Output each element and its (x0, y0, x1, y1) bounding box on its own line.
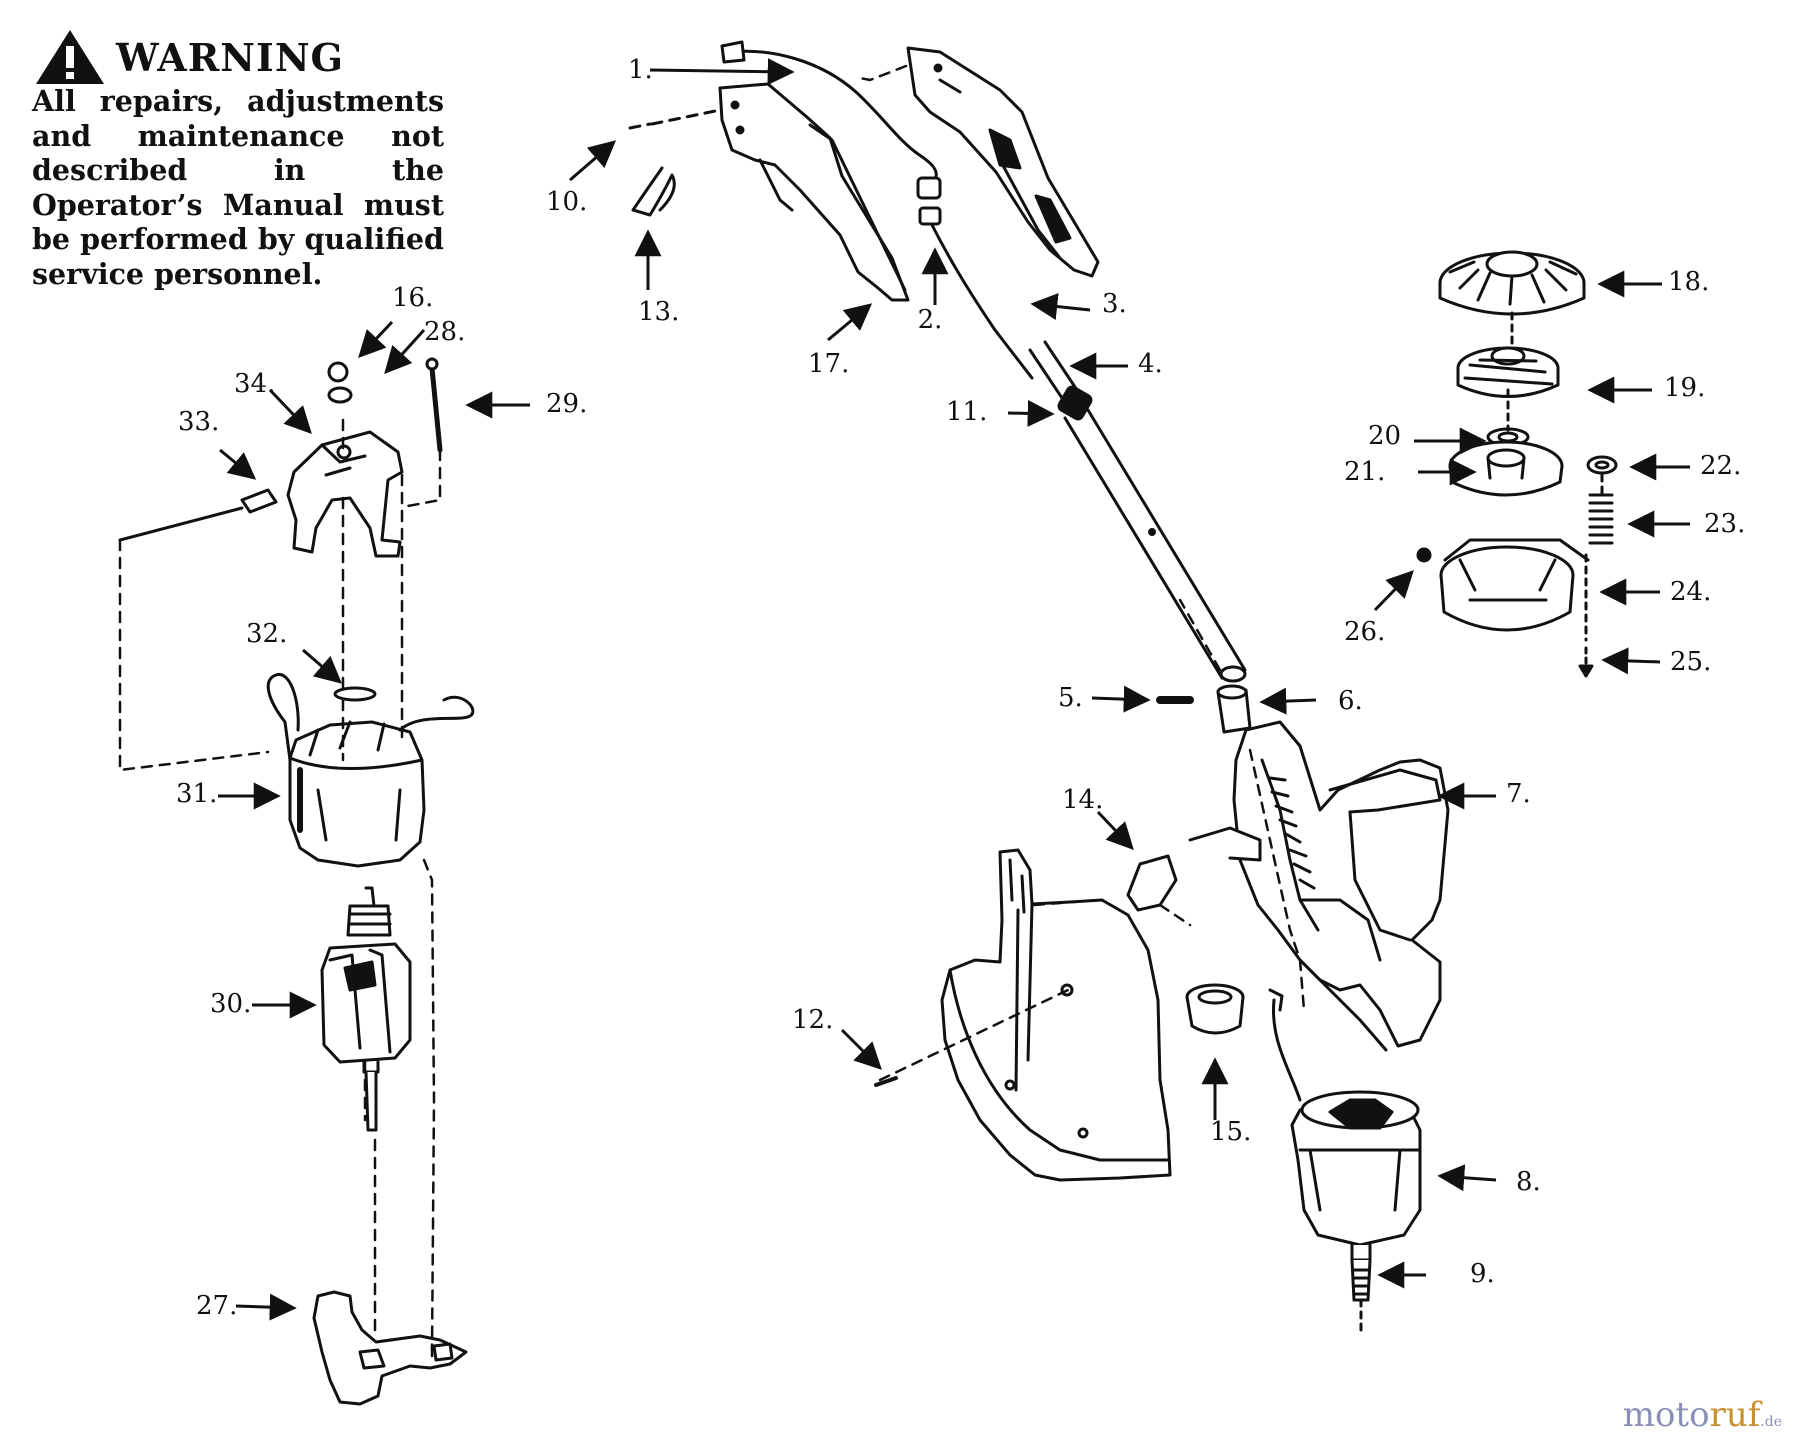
warning-icon (36, 30, 104, 84)
label-4: 4. (1138, 349, 1163, 379)
bushing-22 (1586, 455, 1618, 475)
label-6: 6. (1338, 686, 1363, 716)
shaft-collar (1057, 385, 1093, 421)
label-32: 32. (246, 619, 287, 649)
warning-title: WARNING (116, 34, 345, 80)
label-23: 23. (1704, 509, 1745, 539)
callout-arrows (218, 58, 1690, 1321)
watermark-logo: motoruf.de (1623, 1395, 1782, 1435)
label-13: 13. (638, 297, 679, 327)
lower-shaft (1063, 408, 1247, 683)
washer-28 (327, 386, 353, 404)
label-17: 17. (808, 349, 849, 379)
label-15: 15. (1210, 1117, 1251, 1147)
warning-text: All repairs, adjustments and maintenance… (32, 84, 444, 291)
label-29: 29. (546, 389, 587, 419)
screw-25 (1578, 646, 1594, 678)
motor-8 (1271, 998, 1422, 1332)
label-7: 7. (1506, 779, 1531, 809)
screw-12 (874, 1076, 898, 1087)
label-10: 10. (546, 187, 587, 217)
label-14: 14. (1062, 785, 1103, 815)
label-27: 27. (196, 1291, 237, 1321)
clip-13 (631, 166, 676, 217)
label-20: 20 (1368, 421, 1401, 451)
label-28: 28. (424, 317, 465, 347)
end-bracket-27 (312, 1290, 468, 1406)
rod-29 (425, 357, 443, 453)
switch-connector (916, 176, 942, 226)
washer-16 (327, 361, 349, 383)
nut-26 (1416, 547, 1432, 563)
field-coil-31 (266, 673, 475, 868)
assembly-lines-left (118, 418, 442, 1362)
label-11: 11. (946, 397, 987, 427)
spool-leader-lines (1506, 311, 1604, 642)
assembly-lines-right (858, 64, 1306, 1082)
label-18: 18. (1668, 267, 1709, 297)
label-22: 22. (1700, 451, 1741, 481)
label-24: 24. (1670, 577, 1711, 607)
power-cord (720, 40, 938, 182)
armature-30 (320, 886, 412, 1132)
clip-14 (1126, 854, 1178, 912)
label-3: 3. (1102, 289, 1127, 319)
watermark-accent: ruf (1709, 1395, 1761, 1435)
label-5: 5. (1058, 683, 1083, 713)
hub-21 (1448, 440, 1564, 497)
label-34: 34. (234, 369, 275, 399)
handle-right-half (906, 46, 1100, 278)
label-9: 9. (1470, 1259, 1495, 1289)
watermark-suffix: .de (1760, 1414, 1782, 1430)
label-16: 16. (392, 283, 433, 313)
bushing-15 (1185, 983, 1245, 1035)
spool-cover-18 (1438, 250, 1586, 316)
warning-header: WARNING (34, 28, 344, 86)
handle-left-half (718, 82, 910, 302)
housing-24 (1439, 538, 1590, 632)
spool-19 (1456, 346, 1560, 398)
brush-33 (118, 488, 278, 542)
watermark-main: moto (1622, 1395, 1710, 1435)
label-21: 21. (1344, 457, 1385, 487)
label-25: 25. (1670, 647, 1711, 677)
screw-10 (628, 108, 722, 130)
label-8: 8. (1516, 1167, 1541, 1197)
label-26: 26. (1344, 617, 1385, 647)
washer-32 (333, 686, 377, 702)
coupler-6 (1216, 684, 1252, 734)
label-30: 30. (210, 989, 251, 1019)
label-31: 31. (176, 779, 217, 809)
label-2: 2. (918, 305, 943, 335)
housing-right-7 (1188, 720, 1450, 1052)
label-1: 1. (628, 55, 653, 85)
part-labels: 1. 2. 3. 4. 5. 6. 7. 8. 9. 10. 11. 12. 1… (176, 55, 1745, 1321)
label-12: 12. (792, 1005, 833, 1035)
label-19: 19. (1664, 373, 1705, 403)
spring-23 (1588, 493, 1614, 545)
motor-8-wires (1268, 988, 1284, 1012)
motor-bracket-34 (286, 430, 404, 558)
label-33: 33. (178, 407, 219, 437)
